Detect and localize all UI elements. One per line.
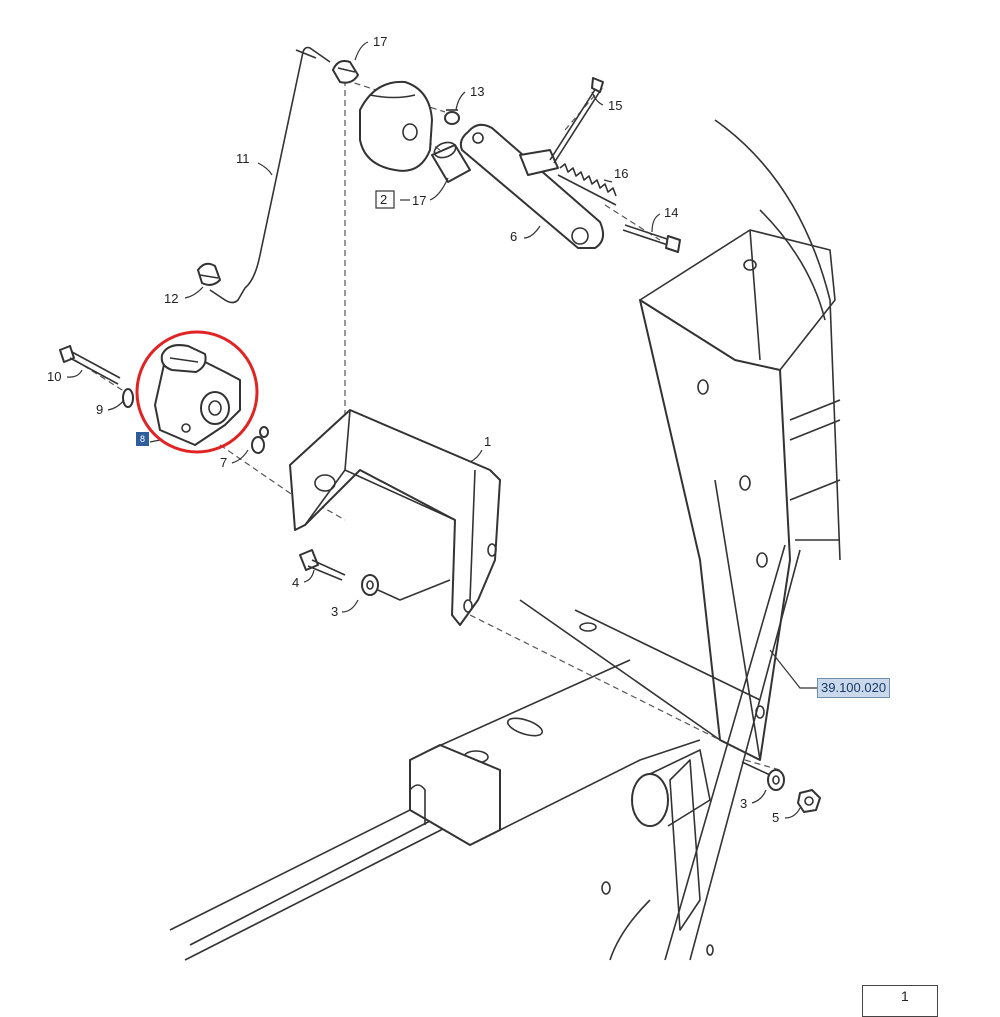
callout-15: 15	[608, 98, 622, 113]
part-8-tag[interactable]: 8	[136, 432, 149, 446]
callout-14: 14	[664, 205, 678, 220]
callout-leaders	[66, 41, 818, 819]
spring-part-16	[557, 163, 617, 206]
arm-part-6	[459, 123, 605, 249]
callout-6: 6	[510, 229, 517, 244]
callout-7: 7	[220, 455, 227, 470]
pin-part-14	[622, 224, 681, 253]
callout-13: 13	[470, 84, 484, 99]
callout-12-top: 17	[373, 34, 387, 49]
callout-2: 2	[380, 192, 387, 207]
sensor-part-8	[154, 344, 241, 446]
washer-part-3-right	[741, 761, 785, 791]
clamp-part-12-top	[332, 60, 359, 84]
nut-part-7	[251, 426, 269, 454]
washer-part-3-left	[361, 574, 451, 601]
frame-structure	[169, 119, 841, 961]
callout-labels: 17 13 15 16 14 6 17 11 12 10 9 7 4 3 1 3…	[47, 34, 779, 825]
callout-2-box: 2	[375, 190, 395, 209]
highlight-circle	[135, 330, 259, 454]
nut-part-5	[797, 789, 821, 813]
callout-3-left: 3	[331, 604, 338, 619]
washer-part-9	[122, 388, 134, 408]
cam-disc	[359, 80, 433, 172]
callout-10: 10	[47, 369, 61, 384]
callout-17: 17	[412, 193, 426, 208]
rod-part-11	[209, 46, 331, 304]
nut-part-13	[444, 109, 460, 125]
bolt-part-15	[549, 77, 604, 164]
bolt-part-10	[59, 345, 121, 385]
callout-16: 16	[614, 166, 628, 181]
callout-5: 5	[772, 810, 779, 825]
callout-4: 4	[292, 575, 299, 590]
callout-11: 11	[236, 151, 250, 166]
bolt-part-4	[299, 549, 346, 581]
clamp-part-12-bottom	[197, 262, 221, 286]
bracket-part-1	[289, 409, 501, 626]
page-indicator-number: 1	[901, 988, 909, 1004]
callout-12-bottom: 12	[164, 291, 178, 306]
page-indicator: 1	[862, 985, 938, 1017]
callout-3-right: 3	[740, 796, 747, 811]
reference-link-39-100-020[interactable]: 39.100.020	[817, 678, 891, 698]
bushing-part-17	[431, 141, 471, 183]
callout-1: 1	[484, 434, 491, 449]
callout-9: 9	[96, 402, 103, 417]
